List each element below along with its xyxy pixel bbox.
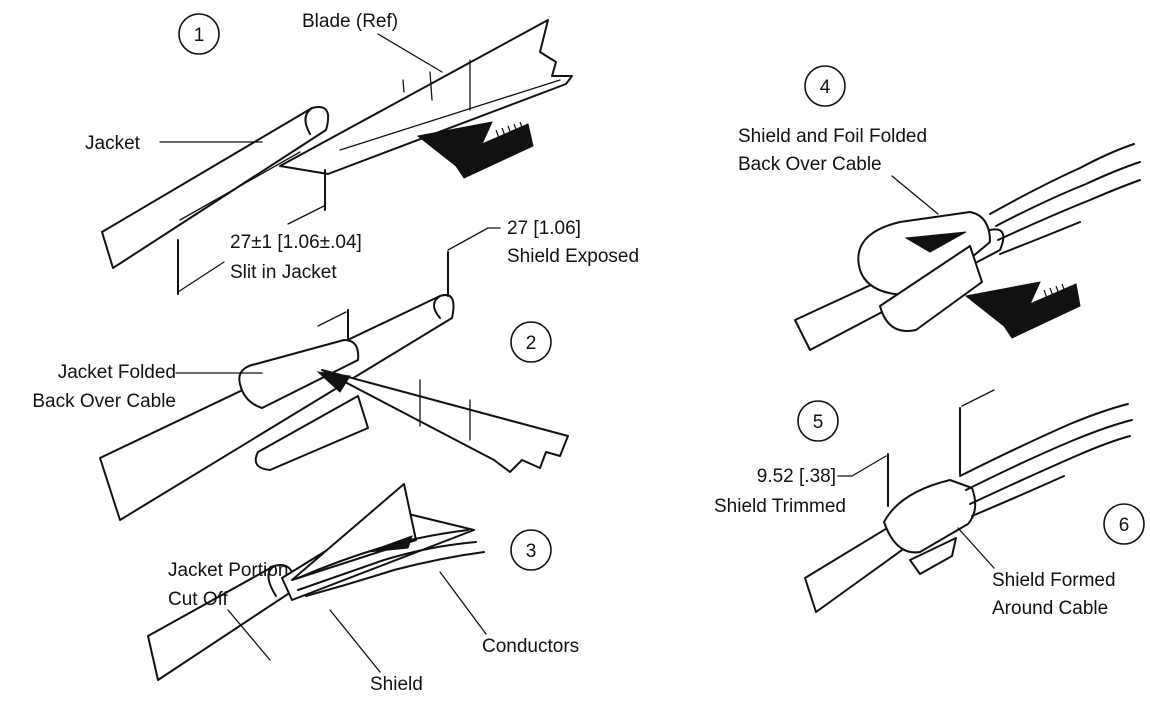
step-1-group: 1 Blade (Ref) Jacket 27±1 [1.06±.04] Sli… [85, 11, 573, 295]
step-3-cable [147, 564, 296, 681]
step-5-conductor [959, 403, 1129, 477]
cutoff-label-line1: Jacket Portion [168, 560, 288, 581]
blade-leader [377, 33, 443, 73]
step-3-shield-flap [291, 483, 417, 581]
step-5-group: 5 9.52 [.38] Shield Trimmed [714, 389, 1133, 613]
step-1-blade-edge [339, 79, 561, 151]
step-1-jacket-end [304, 107, 313, 135]
step-1-arrow-hatch [495, 121, 527, 147]
step-2-shield-end [433, 295, 441, 319]
step-4-foil-loop [879, 245, 983, 332]
blade-label: Blade (Ref) [302, 11, 398, 32]
exposed-dim-arrow-left [317, 311, 347, 327]
slit-dimension: 27±1 [1.06±.04] [230, 232, 362, 253]
trim-dim-arrow-left [851, 455, 887, 477]
step-2-circle [510, 321, 552, 363]
foil-label-line1: Shield and Foil Folded [738, 126, 927, 147]
step-3-jacket-end [267, 565, 277, 597]
formed-leader [957, 527, 995, 569]
conductors-label: Conductors [482, 636, 579, 657]
step-6-group: 6 Shield Formed Around Cable [957, 503, 1145, 619]
foil-label-line2: Back Over Cable [738, 154, 882, 175]
step-2-group: 2 Jacket Folded Back Over Cable 27 [1.06… [32, 218, 639, 521]
step-4-conductor [995, 161, 1141, 227]
step-3-group: 3 Jacket Portion Cut Off Conductors Shie… [147, 483, 579, 695]
foil-leader [891, 175, 939, 215]
exposed-label: Shield Exposed [507, 246, 639, 267]
step-1-circle [178, 13, 220, 55]
trim-dimension: 9.52 [.38] [757, 466, 836, 487]
step-4-conductor [989, 143, 1135, 215]
step-5-conductor [969, 435, 1131, 505]
step-3-conductor [297, 541, 477, 591]
slit-dim-arrow-right [287, 205, 325, 225]
step-6-circle [1103, 503, 1145, 545]
step-5-formed-shield [883, 479, 977, 554]
cutoff-label-line2: Cut Off [168, 589, 229, 610]
slit-label: Slit in Jacket [230, 262, 337, 283]
exposed-dimension: 27 [1.06] [507, 218, 581, 239]
formed-label-line1: Shield Formed [992, 570, 1116, 591]
shield-label: Shield [370, 674, 423, 695]
step-5-conductor [971, 475, 1065, 517]
trim-label: Shield Trimmed [714, 496, 846, 517]
step-1-number: 1 [194, 25, 205, 46]
folded-label-line2: Back Over Cable [32, 391, 176, 412]
formed-label-line2: Around Cable [992, 598, 1108, 619]
folded-label-line1: Jacket Folded [58, 362, 176, 383]
step-1-blade [279, 19, 573, 175]
step-2-jacket-flap [254, 395, 369, 471]
step-4-circle [804, 65, 846, 107]
step-1-blade-mark [429, 71, 433, 101]
step-4-conductor [999, 221, 1081, 255]
step-3-circle [510, 529, 552, 571]
step-4-direction-arrow [964, 281, 1081, 339]
step-5-shield-tab [909, 537, 957, 575]
shield-leader [329, 609, 381, 673]
step-5-conductor [965, 419, 1133, 491]
step-5-circle [797, 400, 839, 442]
step-4-number: 4 [820, 77, 831, 98]
exposed-dim-arrow-right [447, 227, 489, 251]
step-4-group: 4 Shield and Foil Folded Back Over Cable [738, 65, 1141, 351]
step-2-number: 2 [526, 333, 537, 354]
jacket-label: Jacket [85, 133, 141, 154]
step-4-shadow [904, 231, 967, 253]
step-1-blade-mark [402, 79, 405, 93]
step-4-arrow-hatch [1043, 283, 1069, 307]
step-2-blade [321, 369, 569, 473]
step-1-slit-line [179, 151, 301, 221]
trim-dim-arrow-right [961, 389, 995, 407]
step-3-conductor [305, 551, 485, 597]
step-1-direction-arrow [416, 121, 534, 179]
step-4-conductor [997, 179, 1141, 241]
conductors-leader [439, 571, 487, 635]
cutoff-leader [227, 609, 271, 661]
step-5-number: 5 [813, 412, 824, 433]
slit-dim-arrow-left [177, 261, 225, 293]
step-2-folded-jacket [238, 339, 360, 409]
step-6-number: 6 [1119, 515, 1130, 536]
step-2-blade-shadow [316, 371, 351, 393]
step-3-number: 3 [526, 541, 537, 562]
step-3-shadow [367, 535, 413, 553]
